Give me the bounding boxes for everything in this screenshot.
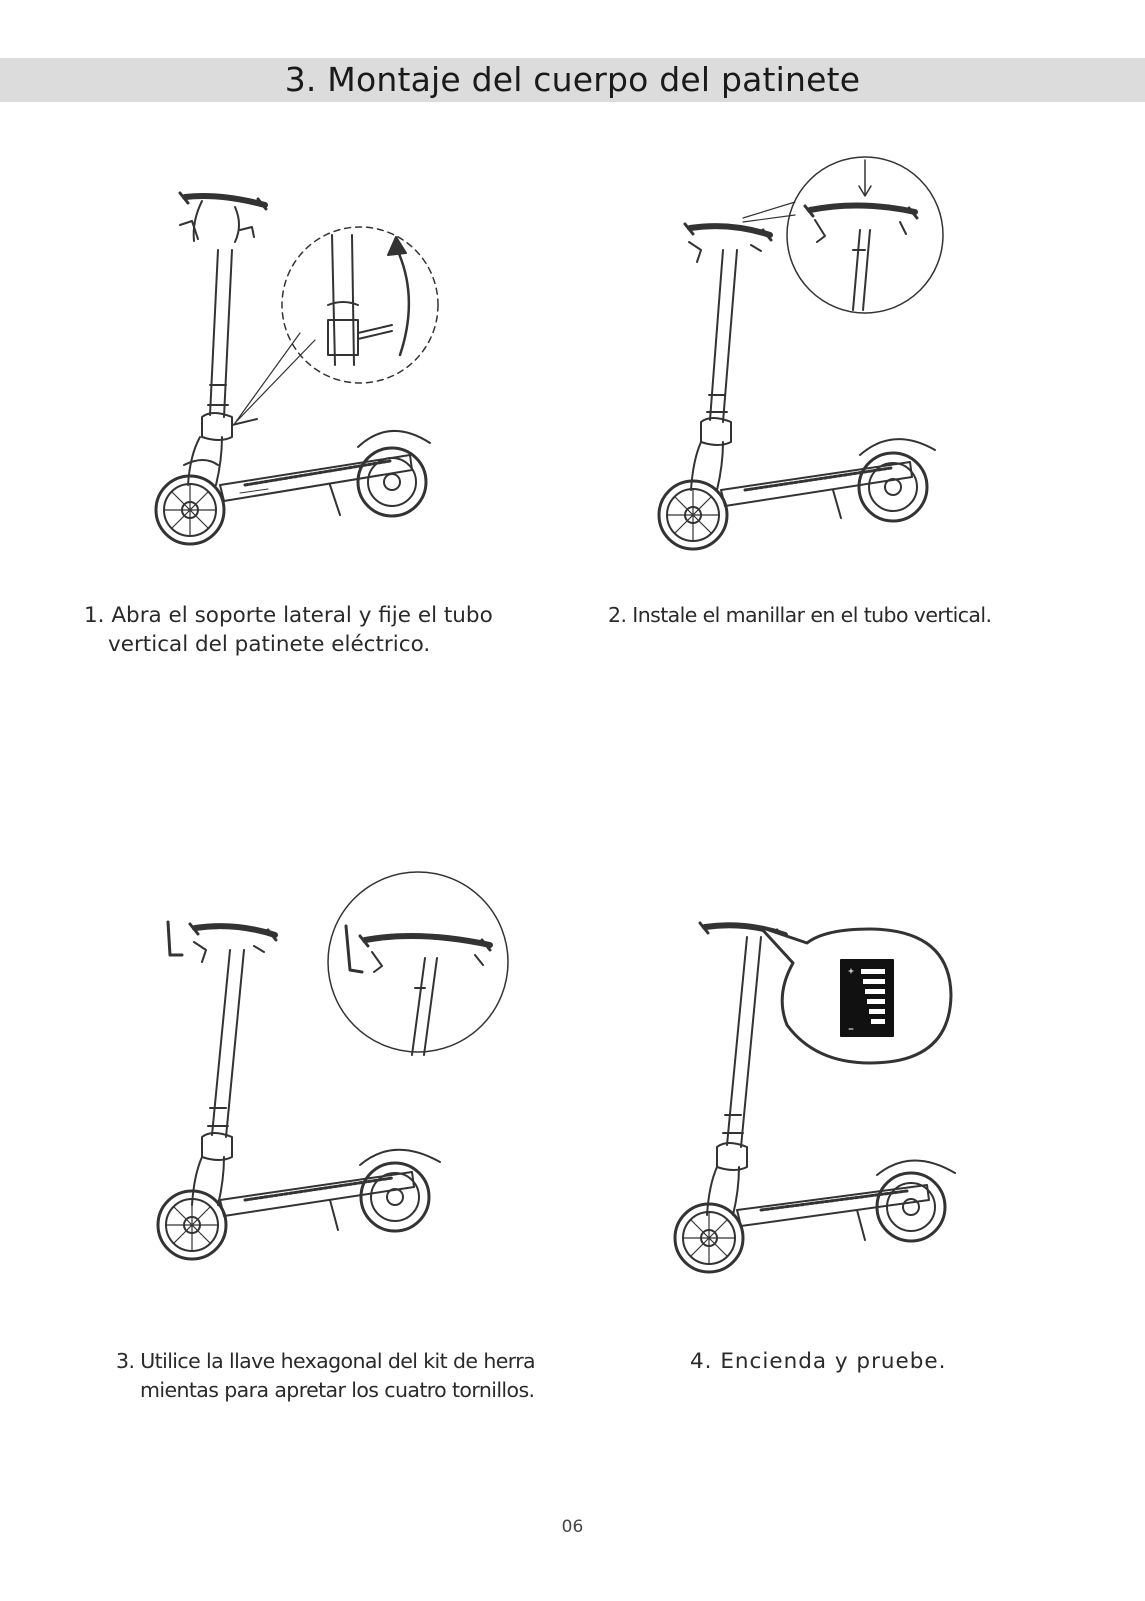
step-1-line-1: 1. Abra el soporte lateral y fije el tub…	[84, 603, 493, 628]
page-number: 06	[561, 1517, 584, 1537]
scooter-illustration	[673, 921, 956, 1274]
detail-handlebar-screws	[344, 924, 493, 1056]
step-2-caption: 2. Instale el manillar en el tubo vertic…	[608, 601, 992, 630]
figure-step-2	[655, 150, 955, 560]
step-4-caption: 4. Encienda y pruebe.	[690, 1347, 946, 1376]
step-3-line-1: 3. Utilice la llave hexagonal del kit de…	[116, 1349, 536, 1373]
figure-step-1	[140, 155, 460, 565]
title-bar	[0, 58, 1145, 102]
page-title: 3. Montaje del cuerpo del patinete	[284, 60, 861, 99]
step-1-caption: 1. Abra el soporte lateral y fije el tub…	[84, 601, 493, 659]
scooter-illustration	[657, 222, 936, 551]
detail-handlebar	[803, 159, 919, 311]
step-1-line-2: vertical del patinete eléctrico.	[108, 632, 431, 657]
hex-key-icon	[166, 920, 184, 957]
figure-step-4	[665, 905, 965, 1280]
step-4-line-1: 4. Encienda y pruebe.	[690, 1349, 947, 1374]
battery-indicator-icon	[840, 959, 894, 1037]
step-3-caption: 3. Utilice la llave hexagonal del kit de…	[116, 1347, 536, 1405]
figure-step-3	[150, 870, 530, 1270]
scooter-illustration	[156, 922, 441, 1261]
step-2-line-1: 2. Instale el manillar en el tubo vertic…	[608, 603, 992, 627]
step-3-line-2: mientas para apretar los cuatro tornillo…	[140, 1378, 535, 1402]
scooter-illustration	[154, 191, 431, 546]
detail-fold-joint	[327, 234, 411, 366]
